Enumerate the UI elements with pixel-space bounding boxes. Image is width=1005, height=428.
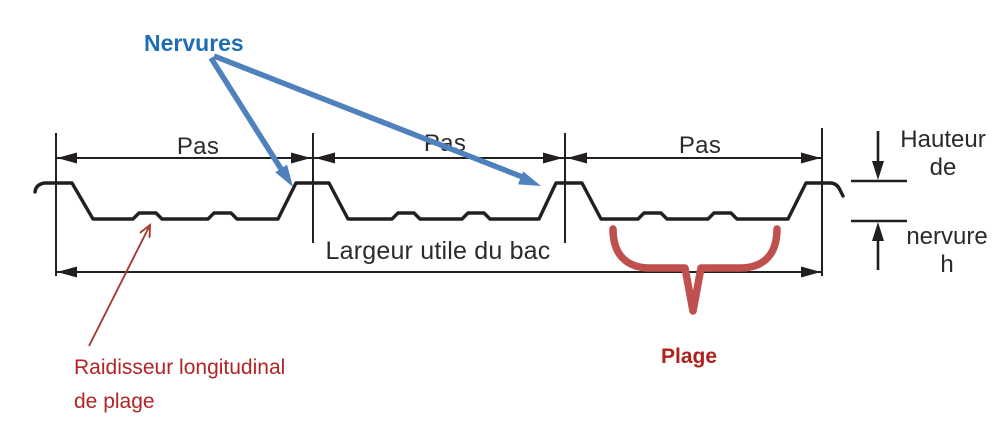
arrowhead-icon (57, 152, 77, 164)
arrowhead-up-icon (872, 222, 884, 241)
pas-dimension-label-3: Pas (678, 132, 722, 159)
arrowhead-icon (543, 152, 563, 164)
pas-dimension-label-2: Pas (423, 130, 467, 157)
arrowhead-icon (801, 266, 821, 278)
raidisseur-leader-head-icon (139, 222, 152, 238)
nervures-arrows (208, 53, 541, 187)
nervure-h-label: nervure h (897, 223, 997, 279)
arrowhead-icon (57, 266, 77, 278)
plage-brace-icon (609, 225, 781, 315)
raidisseur-label-line2: de plage (74, 390, 155, 413)
raidisseur-leader-shaft (88, 224, 151, 347)
raidisseur-label: Raidisseur longitudinal de plage (74, 351, 285, 419)
pas-dimension-label-1: Pas (176, 133, 220, 160)
arrowhead-icon (315, 152, 335, 164)
arrowhead-icon (801, 152, 821, 164)
arrowhead-icon (567, 152, 587, 164)
deck-profile-outline (33, 181, 845, 221)
plage-label: Plage (661, 345, 718, 368)
nervures-arrow-1-head-icon (275, 164, 293, 187)
hauteur-label-line1: Hauteur (900, 126, 986, 153)
largeur-dimension (56, 266, 822, 278)
nervure-label-line2: h (940, 251, 954, 278)
hauteur-label-line2: de (929, 154, 957, 181)
nervures-arrow-2-shaft (212, 53, 527, 181)
raidisseur-leader-arrow (88, 222, 152, 347)
largeur-utile-label: Largeur utile du bac (325, 237, 551, 265)
nervures-label: Nervures (144, 30, 244, 56)
nervure-label-line1: nervure (906, 223, 988, 250)
nervures-arrow-2-head-icon (518, 171, 541, 186)
raidisseur-label-line1: Raidisseur longitudinal (74, 356, 286, 379)
arrowhead-icon (291, 152, 311, 164)
arrowhead-down-icon (872, 161, 884, 180)
hauteur-de-label: Hauteur de (893, 126, 993, 182)
